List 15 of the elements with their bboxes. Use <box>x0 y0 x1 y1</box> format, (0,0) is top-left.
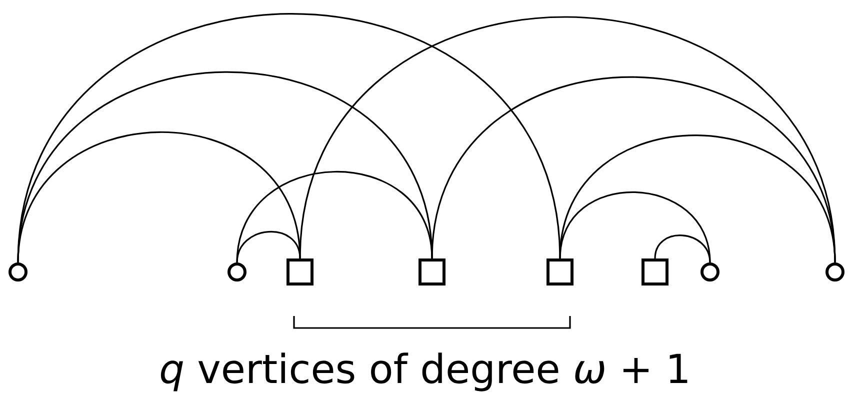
circle-vertex <box>228 262 246 282</box>
arc <box>559 191 711 263</box>
square-vertex <box>546 258 574 286</box>
circle-vertex <box>826 262 844 282</box>
caption-text: q vertices of degree ω + 1 <box>160 352 688 392</box>
arc <box>559 134 836 263</box>
square-vertex <box>286 258 314 286</box>
circle-vertex <box>8 262 28 282</box>
arc <box>654 234 711 263</box>
square-vertex <box>418 258 446 286</box>
arc <box>17 13 561 263</box>
circle-vertex <box>700 262 720 282</box>
square-vertex <box>642 258 668 286</box>
arc <box>431 76 836 263</box>
arc <box>236 171 433 263</box>
